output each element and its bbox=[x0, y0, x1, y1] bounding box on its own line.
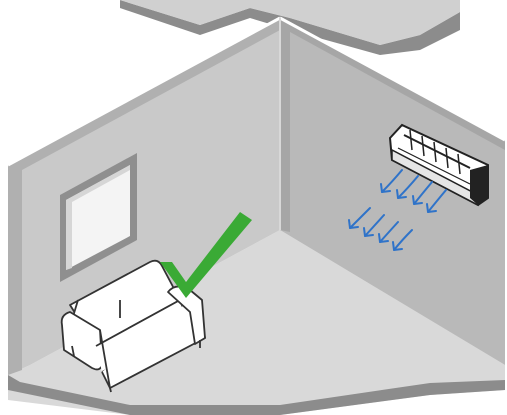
room-scene bbox=[0, 0, 507, 415]
room-illustration bbox=[0, 0, 507, 415]
